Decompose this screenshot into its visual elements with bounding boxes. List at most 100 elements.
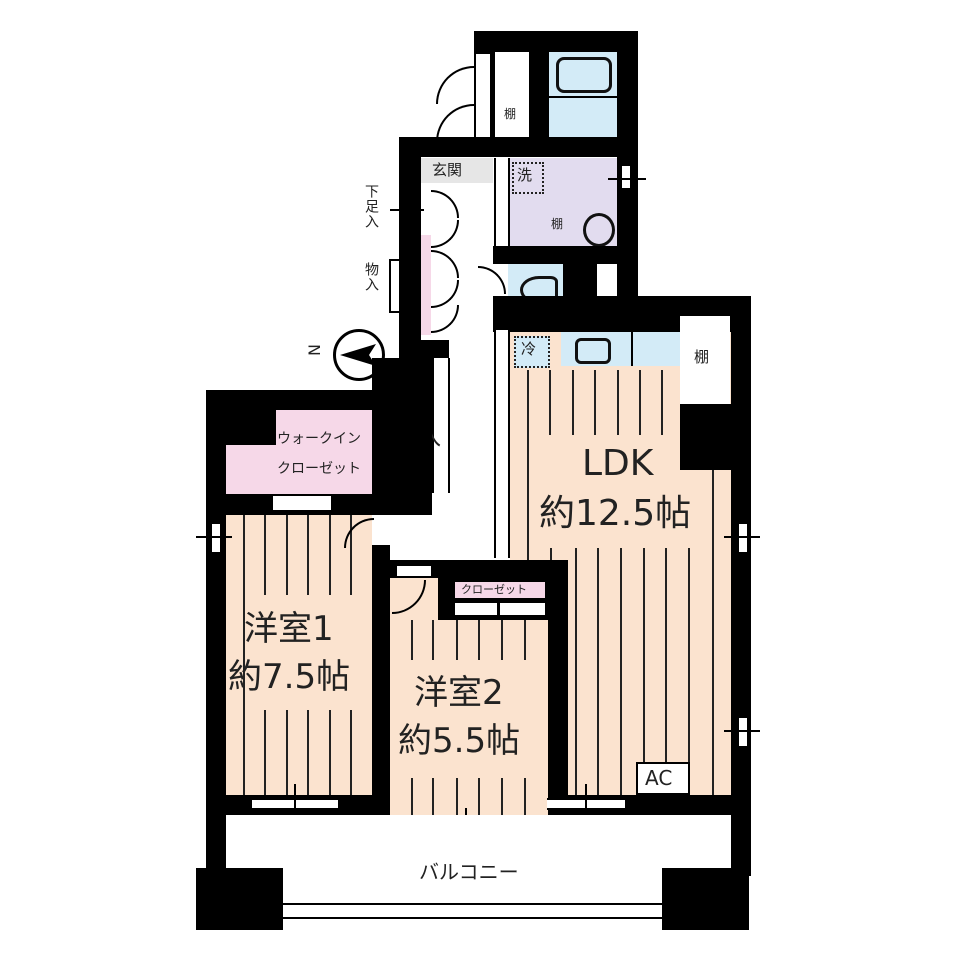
- closet-2-door-left: [455, 603, 497, 615]
- shelf-wash-label: 棚: [551, 217, 564, 231]
- kitchen-sink-icon: [575, 338, 611, 364]
- floor-stripe: [456, 778, 458, 818]
- closet-2-door-right: [500, 603, 545, 615]
- wall-wash-row: [421, 137, 638, 157]
- floor-stripe: [411, 620, 413, 660]
- hall-storage-strip: [421, 235, 431, 335]
- western-room-2-name: 洋室2: [414, 673, 504, 713]
- balcony: [226, 815, 731, 902]
- ldk-sliding-door: [494, 330, 510, 558]
- window-tick: [608, 178, 646, 180]
- floor-stripe: [597, 548, 599, 795]
- compass-north-label: N: [304, 344, 324, 356]
- balcony-label: バルコニー: [419, 860, 519, 884]
- balcony-pillar-left: [196, 868, 283, 930]
- floor-stripe: [665, 548, 667, 763]
- floor-stripe: [643, 548, 645, 763]
- ac-unit: [636, 762, 690, 795]
- wall-ldk-pillar: [680, 404, 731, 470]
- toilet-door-swing-icon: [478, 266, 506, 294]
- floor-stripe: [307, 515, 309, 595]
- western-room-1: [226, 515, 372, 795]
- floor-stripe: [286, 515, 288, 595]
- bathtub-icon: [556, 57, 612, 93]
- floor-stripe: [286, 710, 288, 795]
- floor-stripe: [243, 515, 245, 795]
- floor-stripe: [478, 620, 480, 660]
- fridge-space: [514, 336, 550, 368]
- balcony-pillar-right: [662, 868, 749, 930]
- washer-space: [512, 162, 544, 194]
- ldk-window-lower: [737, 716, 749, 748]
- wall-storage-top: [399, 340, 449, 358]
- wash-sliding-door: [494, 158, 510, 246]
- floor-stripe: [661, 370, 663, 435]
- balcony-rail: [283, 903, 662, 919]
- counter-divider: [631, 332, 633, 366]
- ldk-name: LDK: [582, 443, 654, 484]
- floor-stripe: [524, 778, 526, 818]
- floor-stripe: [572, 370, 574, 435]
- entrance-label: 玄関: [432, 161, 463, 179]
- floor-stripe: [620, 548, 622, 795]
- ldk-shelf: [680, 316, 730, 404]
- window-tick: [196, 536, 232, 538]
- ac-label: AC: [645, 766, 673, 790]
- storage-hall-label: 物入: [363, 262, 379, 292]
- floor-stripe: [478, 778, 480, 818]
- shoe-box-leader: [390, 209, 424, 211]
- bath-shelf-area: [495, 52, 529, 137]
- entrance: [421, 158, 493, 183]
- floor-stripe: [549, 370, 551, 435]
- western-room-2-area: 約5.5帖: [398, 721, 521, 761]
- room2-door: [397, 566, 431, 576]
- floor-stripe: [575, 548, 577, 795]
- wall-wash-right: [617, 137, 638, 297]
- wall-left-corridor: [399, 137, 421, 377]
- room1-left-window: [210, 522, 222, 554]
- wic-label-2: クローゼット: [277, 461, 361, 477]
- storage-hall-bracket: [389, 259, 405, 313]
- ldk-window-upper: [737, 522, 749, 554]
- ldk-area: 約12.5帖: [539, 493, 692, 534]
- shelf-bath-label: 棚: [504, 107, 517, 121]
- wall-room1-right: [372, 545, 390, 815]
- window-tick: [724, 536, 760, 538]
- western-room-1-name: 洋室1: [244, 609, 334, 649]
- floor-stripe: [639, 370, 641, 435]
- western-room-1-area: 約7.5帖: [228, 657, 351, 697]
- compass-icon: [333, 329, 385, 381]
- floor-stripe: [264, 515, 266, 595]
- wall-room2-top: [390, 560, 565, 578]
- washer-label: 洗: [517, 166, 533, 184]
- fridge-label: 冷: [521, 340, 537, 358]
- closet-2-label: クローゼット: [461, 583, 527, 596]
- bath-divider: [549, 96, 617, 98]
- wash-window: [620, 164, 632, 190]
- sink-icon: [583, 213, 615, 247]
- floor-stripe: [524, 620, 526, 660]
- hall-gap: [390, 515, 494, 560]
- shoe-box-label: 下足入: [363, 184, 379, 229]
- floor-stripe: [329, 710, 331, 795]
- wall-room2-right: [548, 560, 568, 822]
- entry-door: [474, 52, 492, 144]
- floor-stripe: [307, 710, 309, 795]
- wall-toilet-row: [493, 246, 638, 264]
- floor-stripe: [432, 778, 434, 818]
- window-tick: [724, 730, 760, 732]
- floor-stripe: [329, 515, 331, 595]
- floor-stripe: [501, 620, 503, 660]
- floor-stripe: [501, 778, 503, 818]
- wic-door: [273, 496, 331, 510]
- floor-stripe: [594, 370, 596, 435]
- wic-label-1: ウォークイン: [277, 431, 361, 447]
- bathroom: [549, 52, 617, 137]
- wall-wic-right: [372, 358, 432, 515]
- floor-stripe: [712, 470, 714, 795]
- floor-stripe: [411, 778, 413, 818]
- floor-stripe: [264, 710, 266, 795]
- floor-stripe: [350, 515, 352, 595]
- ldk-shelf-label: 棚: [694, 348, 710, 366]
